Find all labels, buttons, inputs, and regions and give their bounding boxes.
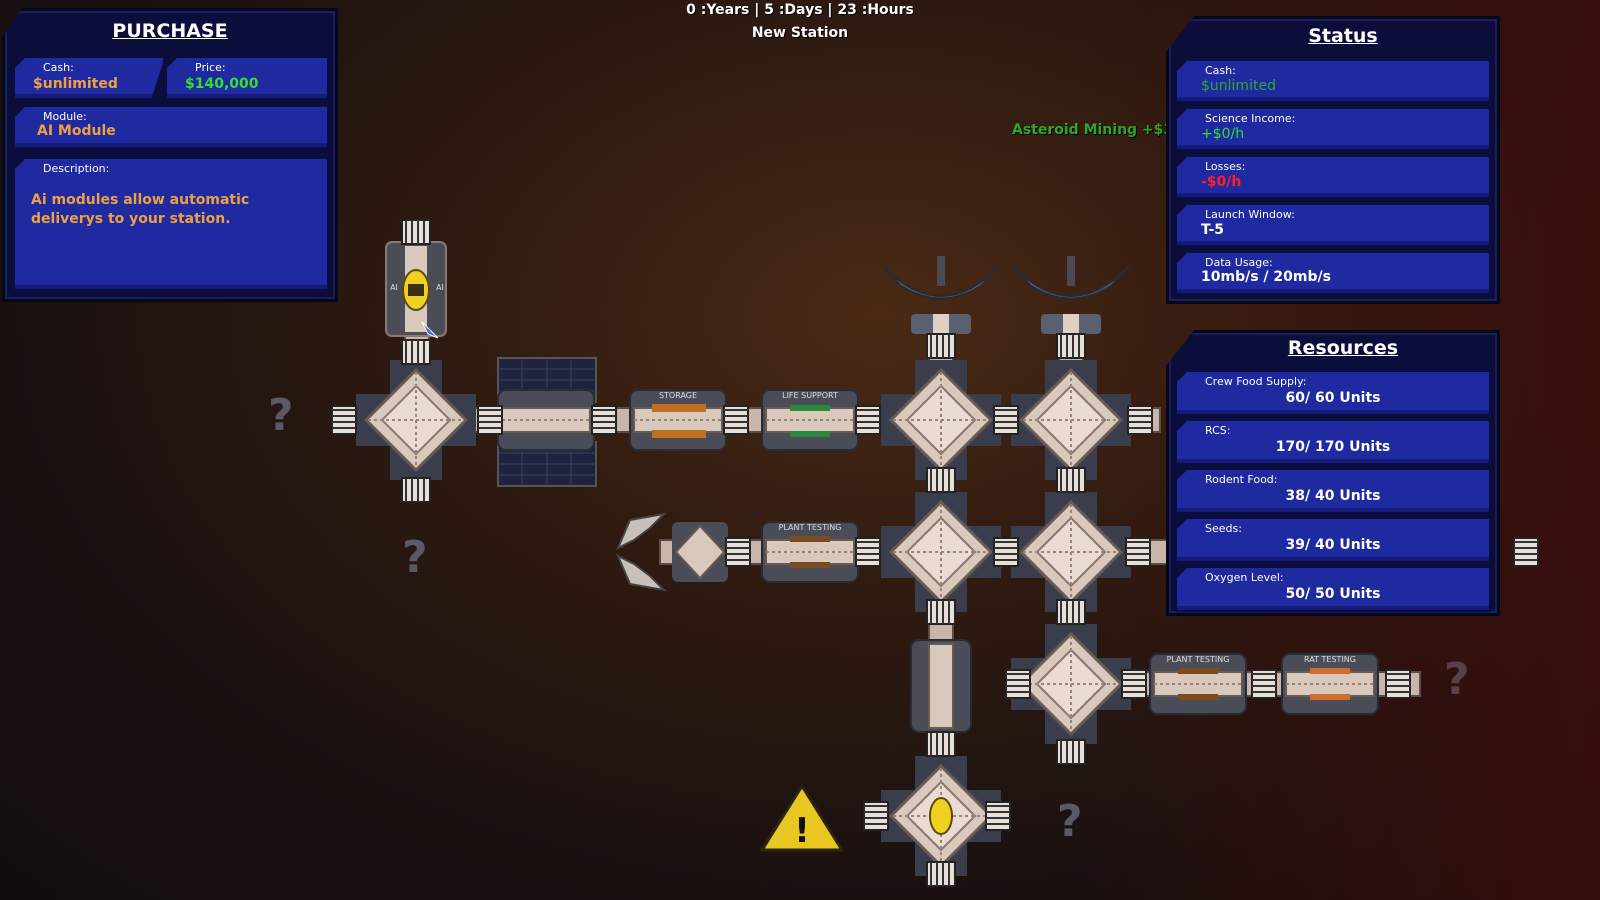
plant-testing-label-2: PLANT TESTING (1167, 655, 1230, 664)
satellite-dish[interactable] (882, 255, 1000, 339)
losses-field: Losses: -$0/h (1175, 155, 1491, 199)
storage-label: STORAGE (659, 391, 697, 400)
income-popup: Asteroid Mining +$3363 (1012, 122, 1203, 138)
svg-text:!: ! (794, 811, 810, 851)
description-label: Description: (43, 162, 110, 175)
game-time: 0 :Years | 5 :Days | 23 :Hours (686, 2, 914, 18)
hub-node[interactable] (879, 358, 1003, 482)
resource-row: Rodent Food: 38/ 40 Units (1175, 468, 1491, 514)
status-cash-value: $unlimited (1201, 78, 1276, 94)
science-income-field: Science Income: +$0/h (1175, 107, 1491, 151)
hub-node[interactable] (1009, 490, 1133, 614)
price-field: Price: $140,000 (165, 56, 329, 100)
resource-row: Seeds: 39/ 40 Units (1175, 517, 1491, 563)
science-income-value: +$0/h (1201, 126, 1245, 142)
station-name: New Station (751, 25, 849, 41)
solar-truss-module[interactable] (497, 389, 595, 451)
unknown-location-marker[interactable]: ? (1444, 654, 1470, 705)
launch-window-value: T-5 (1201, 222, 1225, 238)
resource-row: Oxygen Level: 50/ 50 Units (1175, 566, 1491, 612)
resources-panel: Resources Crew Food Supply: 60/ 60 Units… (1166, 330, 1500, 616)
resources-title: Resources (1287, 337, 1399, 359)
plant-testing-label: PLANT TESTING (779, 523, 842, 532)
robot-arm-icon (616, 512, 667, 551)
launch-window-field: Launch Window: T-5 (1175, 203, 1491, 247)
svg-text:AI: AI (436, 283, 444, 292)
purchase-title: PURCHASE (112, 20, 228, 42)
purchase-panel: PURCHASE Cash: $unlimited Price: $140,00… (2, 8, 338, 302)
price-value: $140,000 (185, 76, 259, 92)
unknown-location-marker[interactable]: ? (402, 532, 428, 583)
satellite-dish[interactable] (1012, 255, 1130, 339)
hub-node[interactable] (1009, 358, 1133, 482)
hub-node[interactable] (879, 490, 1003, 614)
unknown-location-marker[interactable]: ? (268, 390, 294, 441)
data-usage-field: Data Usage: 10mb/s / 20mb/s (1175, 251, 1491, 295)
rat-testing-label: RAT TESTING (1304, 655, 1356, 664)
cash-label: Cash: (43, 61, 74, 74)
data-usage-value: 10mb/s / 20mb/s (1201, 269, 1331, 285)
description-text: Ai modules allow automatic deliverys to … (31, 192, 250, 227)
cash-value: $unlimited (33, 76, 118, 92)
cash-field: Cash: $unlimited (13, 56, 165, 100)
status-panel: Status Cash: $unlimited Science Income: … (1166, 16, 1500, 304)
price-label: Price: (195, 61, 226, 74)
status-cash-field: Cash: $unlimited (1175, 59, 1491, 103)
svg-text:AI: AI (390, 283, 398, 292)
description-field: Description: Ai modules allow automatic … (13, 157, 329, 291)
module-value: AI Module (37, 123, 116, 139)
unknown-location-marker[interactable]: ? (1057, 796, 1083, 847)
module-label: Module: (43, 110, 87, 123)
resource-row: RCS: 170/ 170 Units (1175, 419, 1491, 465)
resource-row: Crew Food Supply: 60/ 60 Units (1175, 370, 1491, 416)
losses-value: -$0/h (1201, 174, 1242, 190)
status-title: Status (1308, 25, 1378, 47)
mouse-cursor-icon (421, 321, 439, 339)
life-support-label: LIFE SUPPORT (782, 391, 838, 400)
module-field[interactable]: Module: AI Module (13, 105, 329, 149)
hub-node[interactable] (354, 358, 478, 482)
ai-core-icon (929, 797, 953, 835)
warning-icon[interactable] (759, 783, 845, 852)
